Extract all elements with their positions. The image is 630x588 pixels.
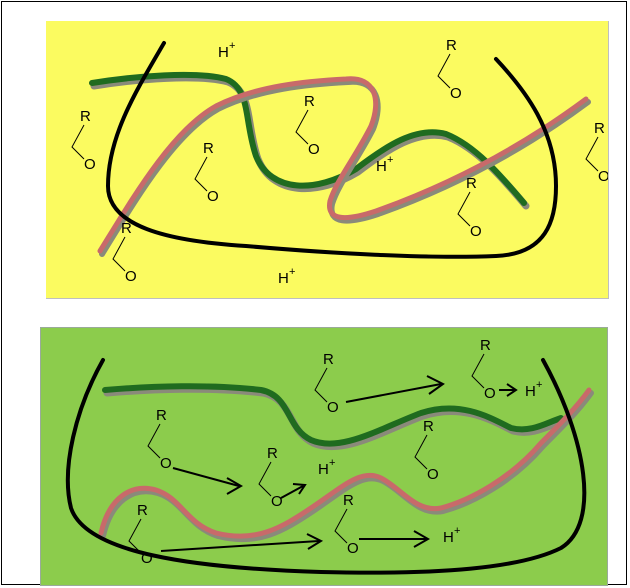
panel-bottom-propagation: H + H + H + R O R O R — [40, 327, 608, 586]
svg-text:H: H — [525, 383, 536, 400]
svg-text:O: O — [141, 550, 153, 567]
svg-text:H: H — [443, 529, 454, 546]
epoxide-monomer: R O — [112, 220, 137, 285]
svg-text:+: + — [289, 266, 295, 278]
svg-text:O: O — [427, 466, 439, 483]
epoxide-monomer: R O — [471, 337, 496, 402]
epoxide-monomer: R O — [128, 502, 153, 567]
svg-text:+: + — [387, 154, 393, 166]
proton-label: H + — [376, 154, 393, 175]
svg-text:O: O — [84, 156, 96, 173]
proton-label: H + — [218, 40, 235, 61]
epoxide-monomer: R O — [194, 140, 219, 205]
epoxide-monomer: R O — [147, 407, 172, 472]
panel-bottom-svg: H + H + H + R O R O R — [41, 328, 607, 585]
epoxide-monomer: R O — [71, 108, 96, 173]
proton-label: H + — [318, 457, 335, 478]
epoxide-monomer: R O — [334, 492, 359, 557]
red-chain — [98, 387, 592, 539]
svg-text:+: + — [229, 40, 235, 52]
svg-text:H: H — [376, 158, 387, 175]
epoxide-monomer: R O — [314, 351, 339, 416]
svg-text:R: R — [323, 351, 334, 368]
epoxide-monomer: R O — [414, 418, 439, 483]
svg-text:R: R — [343, 492, 354, 509]
red-chain — [97, 76, 589, 254]
red-chain-shadow — [99, 78, 591, 257]
panel-top-background — [46, 21, 608, 298]
svg-text:H: H — [278, 270, 289, 287]
panel-bottom-background — [41, 328, 607, 585]
svg-text:R: R — [594, 120, 605, 137]
svg-text:R: R — [203, 140, 214, 157]
epoxide-monomer: R O — [585, 120, 608, 185]
svg-text:+: + — [329, 457, 335, 469]
reaction-arrow — [345, 375, 445, 403]
reaction-arrow — [280, 483, 307, 499]
epoxide-monomer: R O — [295, 93, 320, 158]
svg-text:R: R — [137, 502, 148, 519]
black-chain — [105, 41, 559, 259]
svg-text:O: O — [308, 141, 320, 158]
svg-text:+: + — [536, 379, 542, 391]
svg-text:H: H — [318, 461, 329, 478]
svg-text:O: O — [125, 268, 137, 285]
epoxide-monomer: R O — [437, 37, 462, 102]
epoxide-monomer: R O — [258, 445, 283, 510]
svg-text:+: + — [454, 525, 460, 537]
svg-text:O: O — [271, 493, 283, 510]
reaction-arrow — [359, 530, 431, 548]
green-chain — [102, 383, 564, 447]
proton-label: H + — [525, 379, 542, 400]
svg-text:O: O — [327, 399, 339, 416]
svg-text:R: R — [446, 37, 457, 54]
svg-text:R: R — [304, 93, 315, 110]
reaction-arrow — [160, 533, 324, 552]
panel-top-svg: H + H + H + R O R O R — [46, 21, 608, 298]
svg-text:R: R — [423, 418, 434, 435]
green-chain — [89, 71, 527, 206]
svg-text:R: R — [156, 407, 167, 424]
svg-text:O: O — [160, 455, 172, 472]
svg-text:O: O — [484, 385, 496, 402]
svg-text:R: R — [121, 220, 132, 237]
reaction-arrow — [499, 383, 518, 397]
epoxide-monomer: R O — [457, 175, 482, 240]
panel-top-dispersed: H + H + H + R O R O R — [46, 21, 609, 299]
svg-text:R: R — [267, 445, 278, 462]
svg-text:R: R — [80, 108, 91, 125]
proton-label: H + — [443, 525, 460, 546]
svg-text:R: R — [466, 175, 477, 192]
svg-text:O: O — [470, 223, 482, 240]
svg-text:O: O — [450, 85, 462, 102]
svg-text:R: R — [480, 337, 491, 354]
svg-text:H: H — [218, 44, 229, 61]
black-chain — [65, 358, 587, 575]
svg-text:O: O — [347, 540, 359, 557]
proton-label: H + — [278, 266, 295, 287]
svg-text:O: O — [598, 168, 608, 185]
reaction-arrow — [172, 467, 244, 495]
svg-text:O: O — [207, 188, 219, 205]
